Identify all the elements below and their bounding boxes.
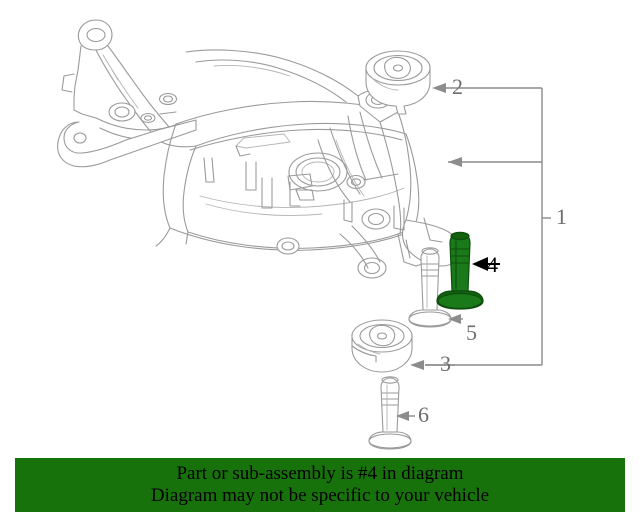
callout-label-4: 4 [487, 252, 498, 277]
subframe-mounting-bolt-highlighted [436, 231, 484, 310]
callout-label-5: 5 [466, 320, 477, 345]
long-mounting-bolt [368, 376, 412, 450]
banner-line-2: Diagram may not be specific to your vehi… [150, 485, 490, 506]
short-mounting-bolt [408, 247, 452, 328]
callout-2-leader [432, 83, 470, 93]
info-banner: Part or sub-assembly is #4 in diagram Di… [15, 458, 625, 512]
callout-4-leader [472, 257, 500, 271]
upper-mount-bushing [365, 50, 431, 115]
callout-label-6: 6 [418, 402, 429, 427]
callout-1-arrow [448, 157, 462, 167]
callout-6-leader [396, 411, 415, 421]
callout-1-leader [425, 87, 551, 366]
banner-line-1: Part or sub-assembly is #4 in diagram [176, 463, 464, 484]
callout-label-2: 2 [452, 74, 463, 99]
callout-3-leader [410, 360, 455, 370]
callout-label-3: 3 [440, 351, 451, 376]
callout-5-leader [448, 314, 463, 324]
lower-mount-bushing [351, 319, 413, 373]
callout-label-1: 1 [556, 204, 567, 229]
